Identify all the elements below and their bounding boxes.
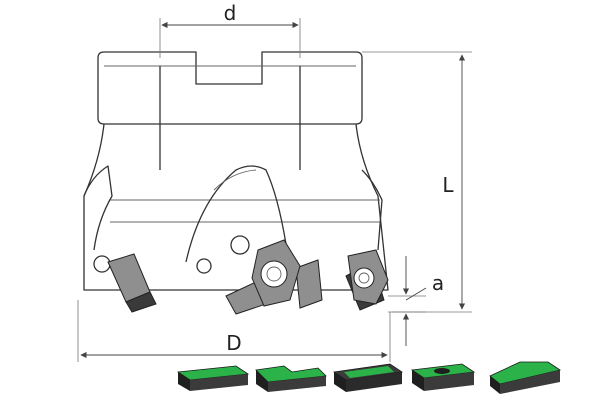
label-d: d — [224, 1, 237, 25]
dimension-L: L — [362, 51, 472, 313]
label-D: D — [226, 331, 241, 355]
insert-variant-4 — [410, 363, 476, 391]
flutes — [83, 165, 383, 274]
insert-variant-5 — [489, 361, 561, 394]
dimension-D: D — [77, 300, 391, 362]
insert-variant-2 — [255, 365, 327, 392]
dimension-a: a — [388, 256, 444, 346]
insert-variant-1 — [176, 365, 250, 391]
insert-variants — [176, 361, 561, 394]
inserts — [107, 239, 389, 315]
dimension-d: d — [159, 1, 301, 58]
cutter-body — [83, 51, 389, 291]
label-L: L — [442, 173, 454, 197]
label-a: a — [432, 271, 444, 295]
insert-variant-3 — [332, 363, 404, 392]
